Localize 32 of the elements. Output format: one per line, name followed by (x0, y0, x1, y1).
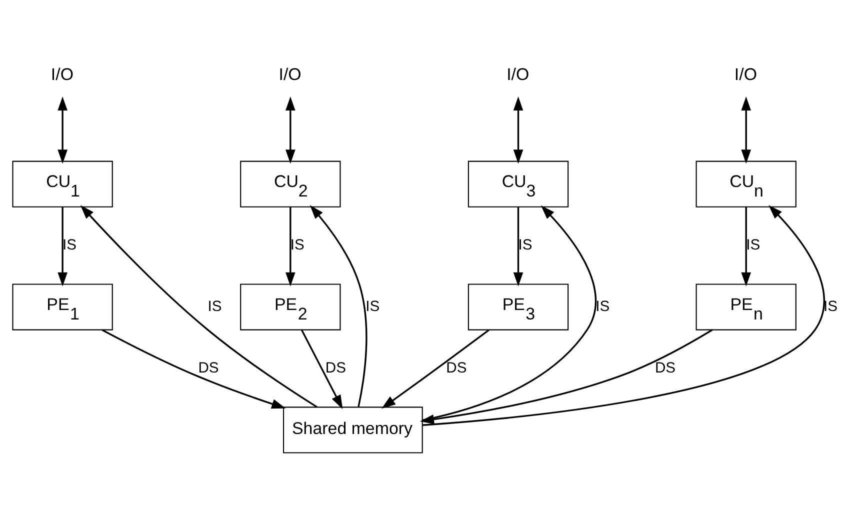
edge-label: DS (198, 360, 219, 376)
edge-label: IS (823, 298, 838, 315)
arrow (102, 329, 286, 409)
edge-label: IS (208, 298, 222, 315)
edge-label: DS (446, 360, 467, 376)
edge-label: IS (366, 298, 380, 315)
node-text: I/O (278, 65, 302, 84)
arrow (741, 207, 751, 286)
arrow (422, 205, 597, 422)
edge-label: IS (290, 238, 304, 254)
arrow (513, 207, 524, 286)
arrow (513, 96, 524, 164)
node-text: I/O (734, 65, 758, 84)
edge-label: IS (518, 238, 532, 254)
arrow (422, 205, 825, 426)
edge-label: IS (62, 238, 77, 254)
edge-label: IS (596, 298, 610, 315)
arrow (58, 207, 68, 286)
arrow (286, 96, 296, 164)
edge-label: IS (746, 238, 760, 254)
arrow (382, 329, 490, 409)
arrow (741, 96, 751, 164)
arrow (80, 205, 318, 408)
node-box: Shared memory (283, 406, 423, 454)
node-text: I/O (50, 65, 74, 84)
arrow (286, 207, 296, 286)
arrow (300, 330, 343, 410)
arrow (58, 96, 68, 164)
edge-label: DS (654, 360, 676, 376)
node-text: I/O (506, 65, 530, 84)
edge-label: DS (325, 360, 346, 376)
arrow (310, 205, 368, 407)
